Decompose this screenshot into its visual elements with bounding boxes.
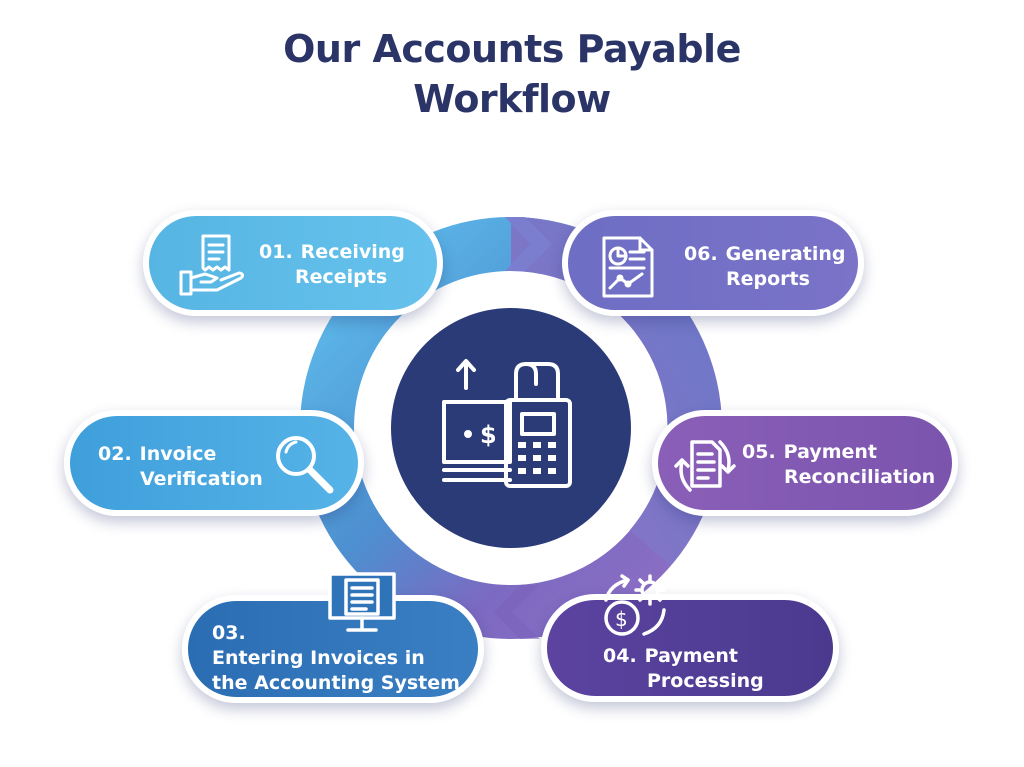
ring-arrow-bottom xyxy=(494,585,540,639)
step-04-payment-processing: 04.Payment Processing xyxy=(541,594,839,702)
step-05-label: 05.Payment Reconciliation xyxy=(742,441,936,488)
magnifier-icon xyxy=(276,436,334,494)
step-02-invoice-verification: 02.Invoice Verification xyxy=(64,410,364,516)
dollar-gear-icon: $ xyxy=(604,574,666,636)
cash-register-payment-icon: $ xyxy=(442,359,572,488)
hand-receipt-icon xyxy=(179,234,245,296)
page-title: Our Accounts Payable Workflow xyxy=(0,24,1024,124)
step-02-label: 02.Invoice Verification xyxy=(98,443,263,490)
step-03-label: 03. Entering Invoices in the Accounting … xyxy=(212,622,460,694)
title-line-2: Workflow xyxy=(413,77,611,121)
step-01-label: 01.Receiving Receipts xyxy=(259,241,405,288)
step-05-payment-reconciliation: 05.Payment Reconciliation xyxy=(652,410,958,516)
svg-text:$: $ xyxy=(480,421,497,449)
svg-text:$: $ xyxy=(615,607,628,631)
title-line-1: Our Accounts Payable xyxy=(283,27,741,71)
step-04-label: 04.Payment Processing xyxy=(603,645,764,692)
step-01-receiving-receipts: 01.Receiving Receipts xyxy=(143,210,443,316)
document-cycle-icon xyxy=(674,440,736,492)
monitor-document-icon xyxy=(328,572,396,632)
step-06-generating-reports: 06.Generating Reports xyxy=(562,210,864,316)
report-chart-icon xyxy=(602,236,654,298)
ring-arrow-top xyxy=(505,217,552,271)
step-06-label: 06.Generating Reports xyxy=(684,243,846,290)
